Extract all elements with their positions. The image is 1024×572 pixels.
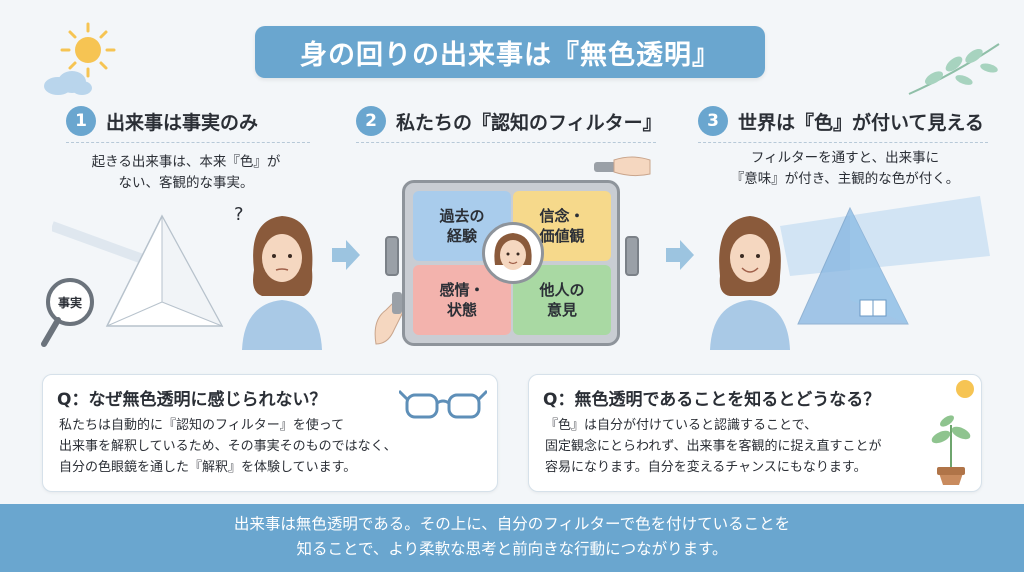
step-3-header: 3 世界は『色』が付いて見える [698,106,984,136]
footer-summary: 出来事は無色透明である。その上に、自分のフィルターで色を付けていることを 知るこ… [0,504,1024,572]
step-1-description: 起きる出来事は、本来『色』が ない、客観的な事実。 [91,154,281,191]
arrow-right-icon [666,240,694,270]
step-1-header: 1 出来事は事実のみ [66,106,258,136]
person-icon [710,216,790,350]
filter-center-face [482,222,544,284]
step-3-title: 世界は『色』が付いて見える [738,111,984,134]
prism-icon [780,196,990,325]
arrow-right-icon [332,240,360,270]
cloud-icon [44,71,92,95]
step-3-number: 3 [698,106,728,136]
plant-icon [931,380,974,485]
person-icon [242,216,322,350]
step-2-underline [356,142,656,143]
step-2-header: 2 私たちの『認知のフィルター』 [356,106,662,136]
filter-right-knob [625,236,639,276]
sun-icon [60,22,116,78]
question-what-body: 『色』は自分が付けていると認識することで、 固定観念にとらわれず、出来事を客観的… [545,418,882,475]
step-2-title: 私たちの『認知のフィルター』 [396,111,662,134]
question-why-body: 私たちは自動的に『認知のフィルター』を使って 出来事を解釈しているため、その事実… [59,418,397,475]
filter-left-knob [385,236,399,276]
step-1-title: 出来事は事実のみ [106,111,259,134]
hand-icon [594,156,651,177]
question-box-what-happens: Q：無色透明であることを知るとどうなる？ 『色』は自分が付けていると認識すること… [528,374,982,492]
question-mark: ? [234,204,244,225]
step-3-description: フィルターを通すと、出来事に 『意味』が付き、主観的な色が付く。 [730,150,960,187]
step-2-number: 2 [356,106,386,136]
prism-icon [52,214,224,327]
magnifier-label: 事実 [58,296,83,310]
question-box-why: Q：なぜ無色透明に感じられない？ 私たちは自動的に『認知のフィルター』を使って … [42,374,498,492]
page-title: 身の回りの出来事は『無色透明』 [255,26,765,78]
filter-quadrant-emotion-state: 感情・ 状態 [413,265,511,335]
question-why-title: Q：なぜ無色透明に感じられない？ [57,390,327,410]
person-icon [494,233,532,270]
glasses-icon [399,389,487,419]
step-1-underline [66,142,310,143]
question-what-title: Q：無色透明であることを知るとどうなる？ [543,390,881,410]
magnifier-icon [41,278,94,347]
step-3-underline [698,142,988,143]
step-1-number: 1 [66,106,96,136]
leaf-branch-icon [908,43,1000,95]
